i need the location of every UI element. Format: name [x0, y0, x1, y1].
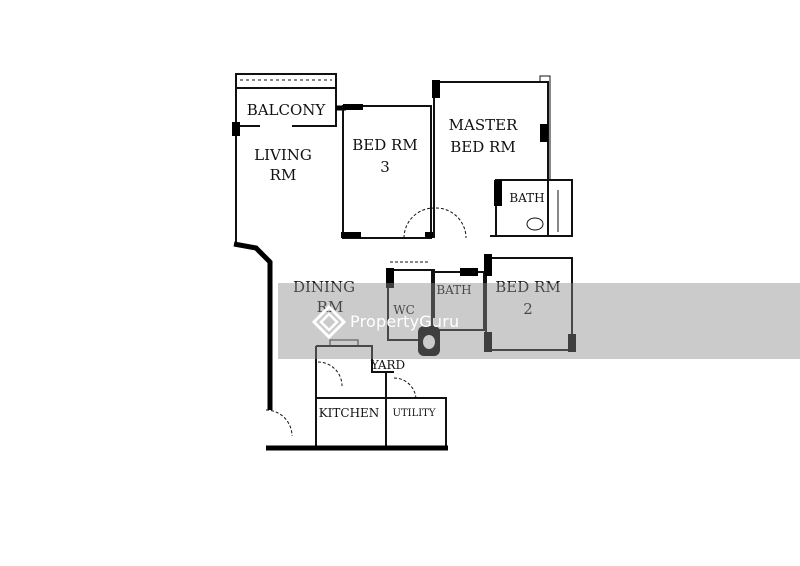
living-room-walls [232, 122, 273, 410]
balcony-label: BALCONY [247, 101, 327, 119]
utility-label: UTILITY [393, 408, 436, 419]
master-bed-room-label-line2: BED RM [450, 138, 515, 156]
balcony-railing [235, 73, 337, 89]
master-bed-room-label-line1: MASTER [449, 116, 518, 134]
bed-room-3-label-line2: 3 [380, 158, 390, 176]
master-bath-label: BATH [509, 191, 544, 205]
propertyguru-logo-icon [312, 305, 346, 339]
living-room-label-line1: LIVING [254, 146, 312, 164]
master-bed-room-walls [432, 75, 573, 238]
master-bath-walls [494, 179, 559, 237]
dining-room-label-line1: DINING [293, 278, 355, 296]
bed-room-2-label-line2: 2 [523, 300, 533, 318]
bed-room-3-walls [341, 104, 433, 239]
kitchen-label: KITCHEN [319, 406, 380, 420]
bed-room-3-label-line1: BED RM [352, 136, 417, 154]
bath-2-label: BATH [436, 283, 471, 297]
wc-label: WC [393, 303, 415, 317]
yard-label: YARD [370, 358, 405, 372]
bed-room-2-label-line1: BED RM [495, 278, 560, 296]
service-area-walls [266, 339, 448, 451]
living-room-label-line2: RM [270, 166, 297, 184]
watermark-text: PropertyGuru [350, 312, 460, 331]
bed-room-2-walls [484, 254, 576, 352]
door-swings [265, 207, 467, 437]
watermark-band [278, 283, 800, 359]
wc-bath-block [386, 261, 485, 356]
